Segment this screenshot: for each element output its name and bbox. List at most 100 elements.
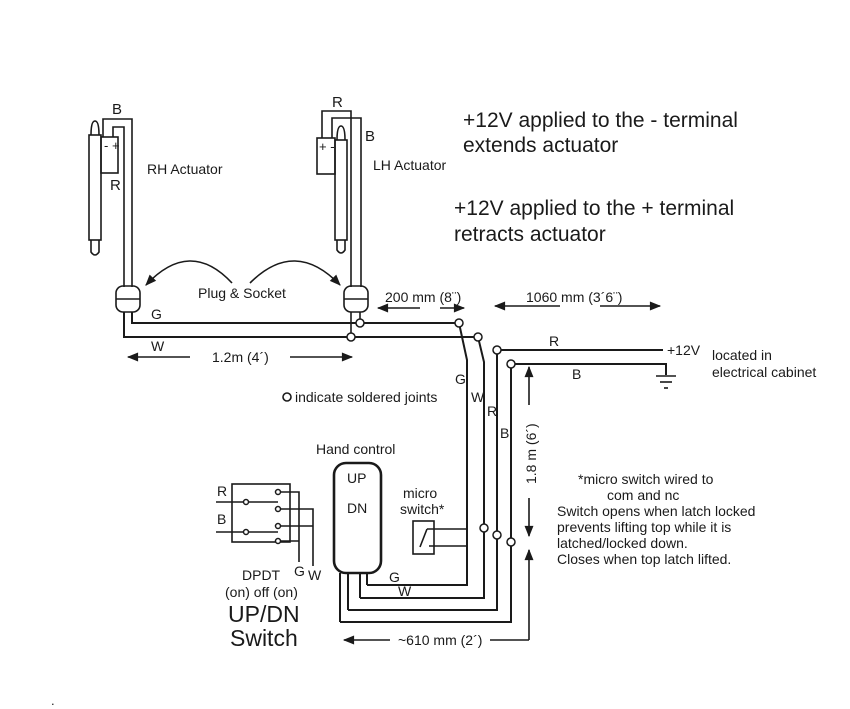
solder-joint — [454, 318, 464, 328]
solder-joint — [506, 359, 516, 369]
drop-wire-w — [360, 336, 485, 599]
dpdt-common-r — [242, 498, 250, 506]
footer-mark: . — [51, 693, 55, 708]
rh-actuator: - + B R RH Actuator — [88, 101, 223, 287]
lh-wire-b — [331, 117, 362, 287]
dpdt-wire-w — [281, 508, 314, 566]
lh-actuator-top-cap — [336, 125, 346, 141]
micro-note-line2: com and nc — [607, 487, 679, 503]
main-wire-g-label: G — [151, 306, 162, 322]
dpdt-wire-g-label: G — [294, 563, 305, 579]
micro-switch-nc-wire — [429, 545, 468, 585]
hand-control-dn-label: DN — [347, 500, 367, 516]
dpdt-type-line2: (on) off (on) — [225, 584, 298, 600]
micro-note-line6: Closes when top latch lifted. — [557, 551, 731, 567]
solder-joint — [492, 530, 502, 540]
lh-terminal-marks: + - — [319, 139, 335, 154]
dpdt-title-line1: UP/DN — [228, 601, 300, 627]
dpdt-common-b — [242, 528, 250, 536]
dpdt-switch-body — [231, 483, 291, 543]
micro-switch-label-line1: micro — [403, 485, 437, 501]
rh-wire-r-label: R — [110, 177, 121, 194]
micro-switch-body — [412, 520, 435, 555]
lh-actuator-body — [334, 139, 348, 241]
hand-cable-g-label: G — [389, 569, 400, 585]
lh-actuator-label: LH Actuator — [373, 157, 446, 173]
supply-voltage-label: +12V — [667, 342, 701, 358]
solder-joint — [479, 523, 489, 533]
rh-wire-r — [112, 126, 125, 287]
dpdt-wire-w-label: W — [308, 567, 322, 583]
plug-socket-label: Plug & Socket — [198, 285, 286, 301]
rh-actuator-body — [88, 134, 102, 241]
lh-actuator-rod-end — [336, 240, 346, 254]
drop-wire-g-label: G — [455, 371, 466, 387]
rh-terminal-marks: - + — [104, 138, 120, 153]
main-wire-w-label: W — [151, 338, 165, 354]
rh-terminal-box — [100, 136, 119, 174]
dpdt-switch: R B G W — [216, 483, 322, 583]
micro-note-line1: *micro switch wired to — [578, 471, 714, 487]
hand-control-up-label: UP — [347, 470, 366, 486]
solder-joint-legend-text: indicate soldered joints — [295, 389, 437, 405]
dpdt-contact — [274, 488, 282, 496]
rh-actuator-rod-end — [90, 240, 100, 256]
dpdt-title-line2: Switch — [230, 625, 298, 651]
dim-hand-run-label: ~610 mm (2´) — [398, 632, 482, 648]
drop-wire-r-label: R — [487, 403, 497, 419]
extend-note-line1: +12V applied to the - terminal — [463, 109, 738, 132]
rh-actuator-top-cap — [90, 120, 100, 136]
drop-wire-b-label: B — [500, 425, 509, 441]
ground-icon — [656, 375, 676, 389]
cabinet-location-line2: electrical cabinet — [712, 364, 816, 380]
rh-wire-b-label: B — [112, 101, 122, 118]
dpdt-wire-r-label: R — [217, 483, 227, 499]
main-wire-w — [123, 312, 478, 338]
dpdt-type-line1: DPDT — [242, 567, 281, 583]
plug-socket-arrow-left — [145, 260, 233, 286]
micro-note-line3: Switch opens when latch locked — [557, 503, 755, 519]
lh-plug-socket — [343, 285, 369, 313]
lh-actuator: + - R B LH Actuator — [316, 94, 446, 287]
plug-socket-arrow-right — [249, 260, 341, 286]
dim-first-joint-label: 200 mm (8¨) — [385, 289, 461, 305]
drop-wire-b — [340, 364, 512, 623]
solder-joint-legend-icon — [282, 392, 292, 402]
supply-wire-r-label: R — [549, 333, 559, 349]
drop-wire-r — [348, 350, 498, 611]
hand-control-title: Hand control — [316, 441, 395, 457]
main-wire-g — [131, 312, 459, 324]
retract-note-line2: retracts actuator — [454, 223, 606, 246]
dim-vertical-label: 1.8 m (6´) — [523, 423, 539, 484]
dpdt-contact — [274, 537, 282, 545]
micro-note-line4: prevents lifting top while it is — [557, 519, 731, 535]
rh-wire-b — [102, 118, 133, 287]
hand-control-body — [332, 461, 383, 575]
extend-note-line2: extends actuator — [463, 134, 618, 157]
dim-actuator-span-label: 1.2m (4´) — [212, 349, 269, 365]
micro-note-line5: latched/locked down. — [557, 535, 688, 551]
supply-wire-b — [511, 363, 667, 375]
micro-switch-contact-icon — [419, 528, 428, 548]
dpdt-contact — [274, 505, 282, 513]
lh-terminal-box — [316, 137, 336, 175]
drop-wire-g — [367, 322, 468, 586]
lh-wire-b-label: B — [365, 128, 375, 145]
supply-wire-b-label: B — [572, 366, 581, 382]
retract-note-line1: +12V applied to the + terminal — [454, 197, 734, 220]
solder-joint — [473, 332, 483, 342]
drop-wire-w-label: W — [471, 389, 485, 405]
solder-joint — [346, 332, 356, 342]
rh-actuator-label: RH Actuator — [147, 161, 223, 177]
polarity-notes: +12V applied to the - terminal extends a… — [454, 109, 738, 246]
solder-joint — [355, 318, 365, 328]
hand-cable-w-label: W — [398, 583, 412, 599]
rh-plug-socket — [115, 285, 141, 313]
dpdt-contact — [274, 522, 282, 530]
dpdt-wire-g — [281, 491, 300, 562]
dpdt-wire-b-label: B — [217, 511, 226, 527]
lh-wire-r — [321, 110, 352, 287]
lh-wire-r-label: R — [332, 94, 343, 111]
micro-switch-label-line2: switch* — [400, 501, 445, 517]
